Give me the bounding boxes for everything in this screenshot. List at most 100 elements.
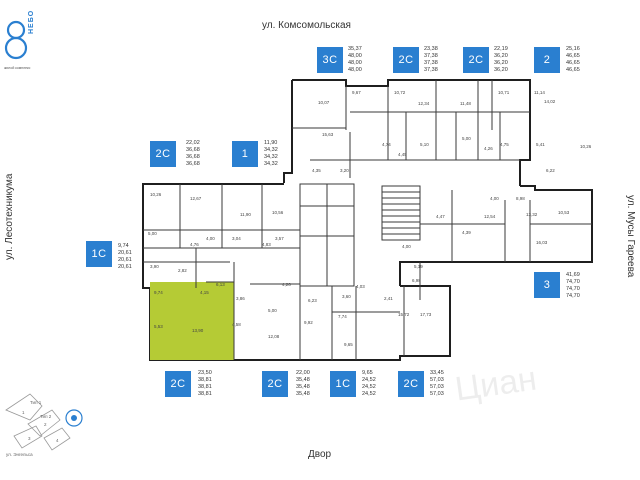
room-area: 5,00 [148, 231, 157, 236]
unit-badge-2c-c[interactable]: 2С [150, 141, 176, 167]
room-area: 15,72 [398, 312, 410, 317]
unit-badge-2c-b[interactable]: 2С [463, 47, 489, 73]
room-area: 13,32 [526, 212, 538, 217]
room-area: 6,23 [308, 298, 317, 303]
room-area: 4,75 [500, 142, 509, 147]
room-area: 4,47 [436, 214, 445, 219]
room-area: 2,41 [384, 296, 393, 301]
room-area: 6,98 [412, 278, 421, 283]
room-area: 5,10 [420, 142, 429, 147]
room-area: 10,56 [272, 210, 284, 215]
room-area: 4,58 [232, 322, 241, 327]
room-area: 11,14 [534, 90, 545, 95]
unit-badge-2c-d[interactable]: 2С [165, 371, 191, 397]
street-top: ул. Комсомольская [262, 20, 351, 31]
room-area: 10,53 [558, 210, 570, 215]
room-area: 12,08 [268, 334, 280, 339]
unit-badge-3c[interactable]: 3С [317, 47, 343, 73]
logo-numeral-eight [4, 20, 28, 60]
unit-badge-2c-e[interactable]: 2С [262, 371, 288, 397]
interior-walls [143, 80, 592, 360]
compass-icon [65, 409, 83, 427]
room-area: 4,03 [356, 284, 365, 289]
room-area: 12,54 [484, 214, 496, 219]
unit-badge-3[interactable]: 3 [534, 272, 560, 298]
room-area: 4,76 [190, 242, 199, 247]
room-area: 5,19 [414, 264, 423, 269]
room-area: 4,00 [490, 196, 499, 201]
room-area: 12,67 [190, 196, 202, 201]
room-area: 10,72 [394, 90, 406, 95]
room-area: 5,41 [536, 142, 545, 147]
room-area: 4,15 [200, 290, 209, 295]
room-area: 16,03 [536, 240, 548, 245]
room-area: 4,00 [206, 236, 215, 241]
room-area: 5,53 [154, 324, 163, 329]
room-area: 9,92 [304, 320, 313, 325]
minimap-label: Тип 1 [30, 400, 42, 405]
room-area: 5,00 [268, 308, 277, 313]
room-area: 2,82 [178, 268, 187, 273]
unit-badge-2c-f[interactable]: 2С [398, 371, 424, 397]
room-area: 7,74 [338, 314, 347, 319]
unit-badge-1c-bot[interactable]: 1С [330, 371, 356, 397]
minimap-label: 3 [28, 436, 31, 441]
unit-badge-2[interactable]: 2 [534, 47, 560, 73]
room-area: 3,86 [236, 296, 245, 301]
room-area: 4,35 [312, 168, 321, 173]
logo-tagline: жилой комплекс [4, 66, 31, 70]
minimap-label: 2 [44, 422, 47, 427]
unit-badge-2c-a[interactable]: 2С [393, 47, 419, 73]
room-area: 12,34 [418, 101, 430, 106]
room-area: 9,67 [352, 90, 361, 95]
site-minimap: 1 2 3 4 Тип 1 Тип 2 ул. Энгельса [5, 393, 83, 457]
room-area: 4,00 [402, 244, 411, 249]
room-area: 4,74 [382, 142, 391, 147]
room-area: 4,45 [398, 152, 407, 157]
room-labels: 10,07 9,67 10,72 12,34 11,48 10,71 11,14… [148, 90, 592, 347]
room-area: 9,74 [154, 290, 163, 295]
room-area: 3,20 [340, 168, 349, 173]
room-area: 13,90 [192, 328, 204, 333]
room-area: 14,02 [544, 99, 556, 104]
room-area: 5,00 [462, 136, 471, 141]
room-area: 11,90 [240, 212, 251, 217]
unit-badge-1[interactable]: 1 [232, 141, 258, 167]
room-area: 8,98 [516, 196, 525, 201]
room-area: 4,83 [262, 242, 271, 247]
room-area: 3,57 [275, 236, 284, 241]
room-area: 4,26 [484, 146, 493, 151]
minimap-label: ул. Энгельса [6, 452, 33, 457]
room-area: 11,48 [460, 101, 471, 106]
room-area: 4,39 [462, 230, 471, 235]
minimap-label: 1 [22, 410, 25, 415]
room-area: 3,90 [150, 264, 159, 269]
brand-logo: НЕБО жилой комплекс [4, 10, 48, 70]
minimap-label: Тип 2 [40, 414, 52, 419]
room-area: 4,26 [282, 282, 291, 287]
room-area: 3,04 [232, 236, 241, 241]
room-area: 10,71 [498, 90, 510, 95]
room-area: 6,13 [216, 282, 225, 287]
room-area: 17,73 [420, 312, 432, 317]
room-area: 6,22 [546, 168, 555, 173]
room-area: 9,65 [344, 342, 353, 347]
minimap-label: 4 [56, 438, 59, 443]
room-area: 10,26 [150, 192, 162, 197]
room-area: 3,60 [342, 294, 351, 299]
room-area: 15,63 [322, 132, 334, 137]
unit-badge-1c-left[interactable]: 1С [86, 241, 112, 267]
